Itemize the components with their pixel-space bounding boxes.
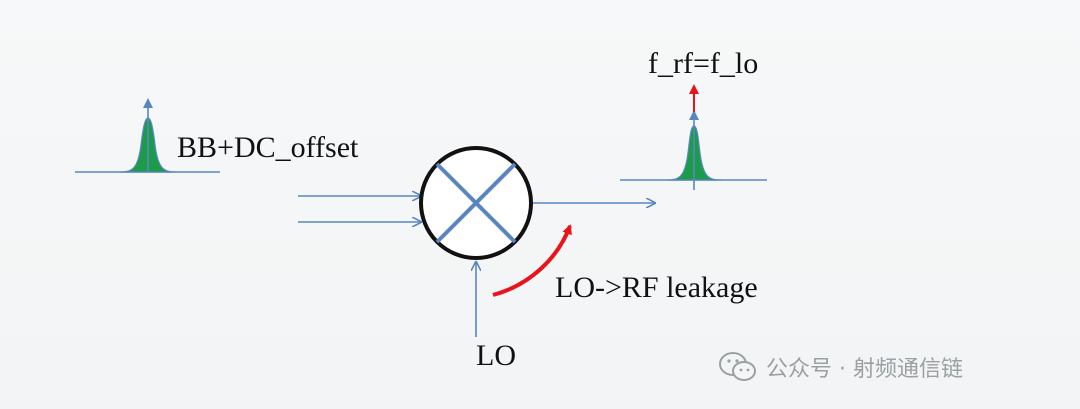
mixer-cross-line-b [435,162,517,244]
lo-label: LO [476,339,516,372]
watermark-text: 公众号 · 射频通信链 [766,357,963,382]
rf-frequency-label: f_rf=f_lo [648,47,759,80]
wechat-icon [719,352,756,381]
leakage-arrow [492,224,572,297]
leakage-label: LO->RF leakage [555,271,758,304]
bb-dc-offset-label: BB+DC_offset [177,131,359,164]
rf-spectrum [620,84,767,190]
mixer-symbol [419,146,533,260]
baseband-spectrum [75,98,220,173]
watermark: 公众号 · 射频通信链 [718,350,963,384]
